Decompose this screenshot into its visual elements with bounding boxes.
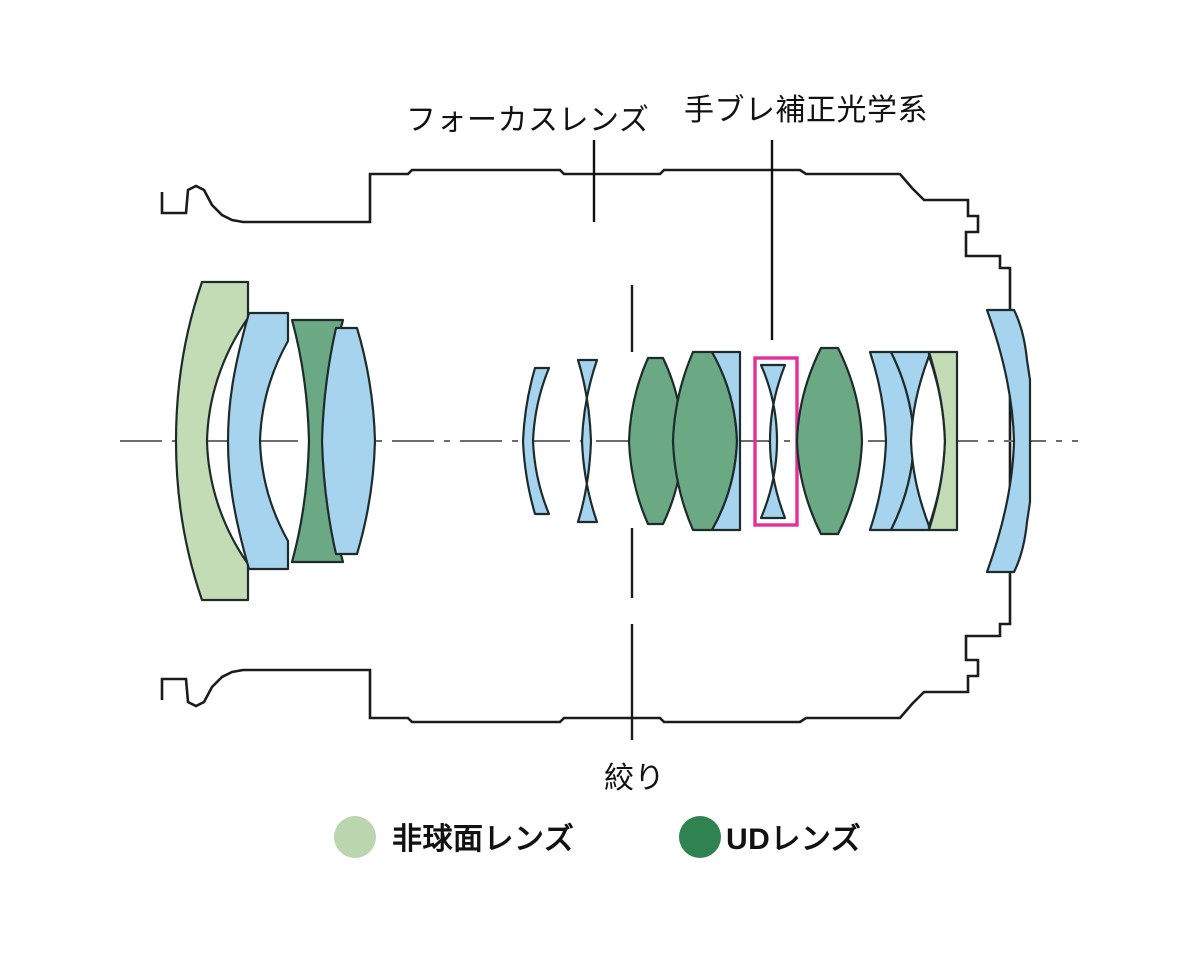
- label-image-stabilizer: 手ブレ補正光学系: [684, 94, 928, 127]
- middle-lens-group: [627, 350, 742, 532]
- front-lens-group: [174, 280, 377, 602]
- legend: 非球面レンズ UDレンズ: [334, 816, 861, 858]
- lens-element-14-aspherical: [927, 350, 959, 532]
- lens-element-4-blue-biconvex: [320, 326, 377, 556]
- rear-element-group: [985, 308, 1032, 574]
- lens-element-9-blue-cemented: [710, 350, 742, 532]
- label-aperture: 絞り: [604, 762, 665, 795]
- legend-label-ud: UDレンズ: [726, 822, 861, 856]
- lens-element-15-rear-blue: [985, 308, 1032, 574]
- lens-element-1-aspherical: [174, 280, 250, 602]
- leader-lines: [592, 140, 774, 340]
- legend-dot-ud: [679, 816, 721, 858]
- legend-dot-aspherical: [334, 816, 376, 858]
- lens-element-6-focus-rear: [576, 358, 599, 524]
- legend-label-aspherical: 非球面レンズ: [392, 822, 574, 856]
- lens-element-10-is-blue: [759, 363, 787, 520]
- lens-element-5-focus-front: [521, 366, 551, 516]
- label-focus-lens: フォーカスレンズ: [406, 104, 649, 137]
- focus-lens-group: [521, 358, 599, 524]
- lens-barrel-outline: [160, 168, 1012, 724]
- rear-lens-group: [795, 346, 959, 536]
- lens-element-2-blue-meniscus: [226, 311, 290, 571]
- lens-element-11-ud-biconvex: [795, 346, 864, 536]
